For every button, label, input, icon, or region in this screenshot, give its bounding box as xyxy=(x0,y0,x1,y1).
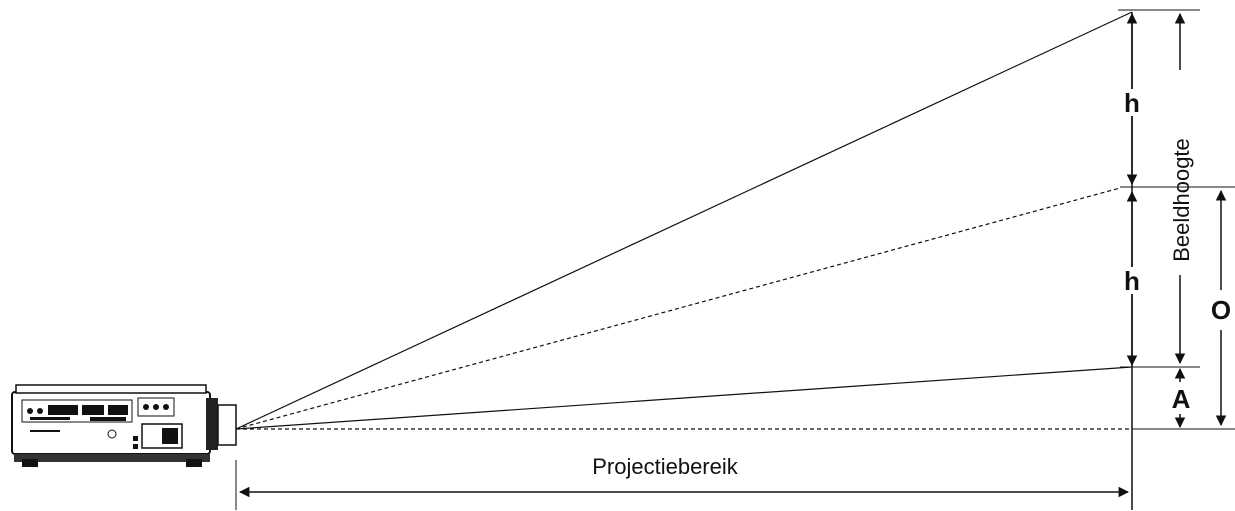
h-lower-label: h xyxy=(1124,266,1140,296)
projection-ray-mid xyxy=(235,187,1121,430)
h-upper-label: h xyxy=(1124,88,1140,118)
o-label: O xyxy=(1211,295,1231,325)
projection-ray-top xyxy=(235,11,1133,430)
projection-ray-bottom xyxy=(235,366,1133,430)
a-label: A xyxy=(1172,384,1191,414)
image-height-label: Beeldhoogte xyxy=(1169,138,1194,262)
projector-icon xyxy=(11,384,237,467)
projection-range-label: Projectiebereik xyxy=(592,454,739,479)
